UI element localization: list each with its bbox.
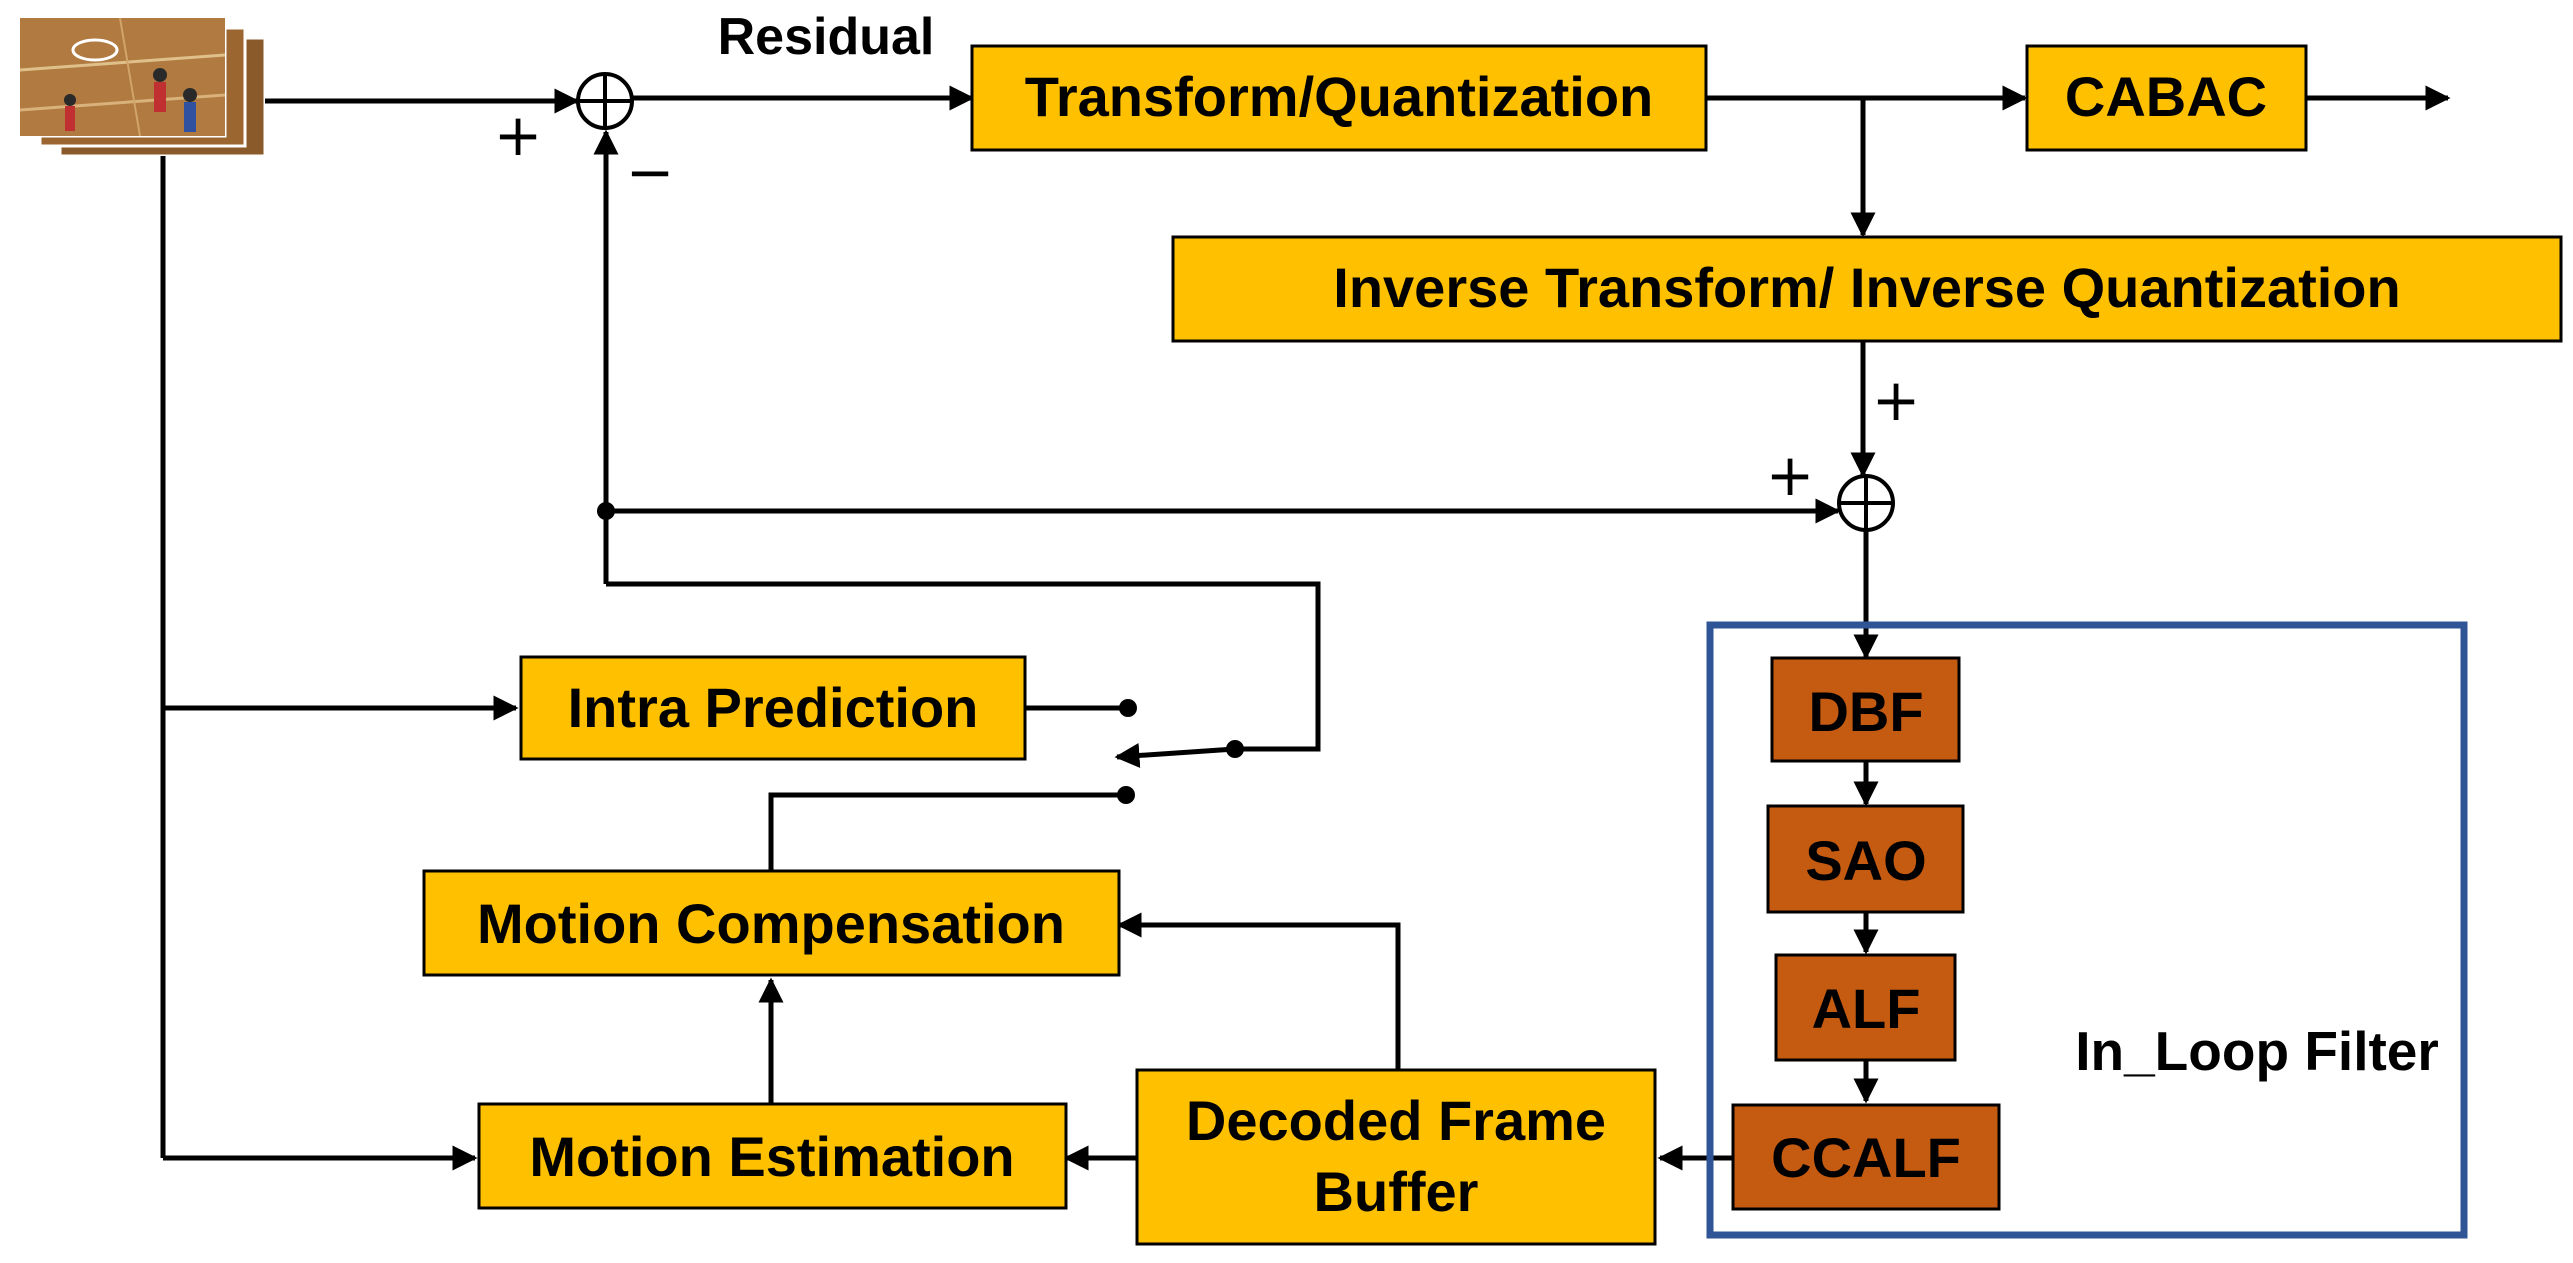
svg-text:Transform/Quantization: Transform/Quantization (1025, 65, 1654, 128)
svg-text:Buffer: Buffer (1314, 1160, 1479, 1223)
intra-prediction-block: Intra Prediction (519, 655, 1027, 761)
mc-to-switch (768, 792, 1126, 871)
svg-text:CABAC: CABAC (2065, 65, 2267, 128)
svg-text:Motion Compensation: Motion Compensation (477, 892, 1065, 955)
junction-dot (597, 502, 615, 520)
in-loop-filter-label: In_Loop Filter (2075, 1020, 2439, 1082)
svg-text:Motion Estimation: Motion Estimation (529, 1125, 1014, 1188)
arrow-dfb-to-mc (1116, 912, 1401, 1070)
svg-text:Inverse Transform/ Inverse Qua: Inverse Transform/ Inverse Quantization (1333, 256, 2400, 319)
top-adder (576, 72, 634, 130)
junction-dots (597, 502, 1244, 804)
switch-pivot-dot (1226, 740, 1244, 758)
sao-block: SAO (1766, 804, 1965, 914)
plus-sign: + (494, 101, 543, 169)
plus-sign: + (1766, 441, 1815, 509)
in-loop-filter-box (1706, 621, 2468, 1239)
input-video-frames-icon (18, 16, 267, 158)
motion-compensation-block: Motion Compensation (422, 869, 1121, 977)
svg-text:ALF: ALF (1812, 977, 1921, 1040)
svg-text:DBF: DBF (1808, 680, 1923, 743)
switch-output-line (606, 581, 1321, 752)
svg-text:SAO: SAO (1805, 829, 1926, 892)
ccalf-block: CCALF (1731, 1103, 2001, 1211)
minus-sign: − (626, 138, 675, 206)
svg-text:Decoded Frame: Decoded Frame (1186, 1089, 1606, 1152)
switch-arm (1114, 743, 1236, 768)
decoded-frame-buffer-block: Decoded Frame Buffer (1135, 1068, 1657, 1246)
motion-estimation-block: Motion Estimation (477, 1102, 1068, 1210)
dbf-block: DBF (1770, 656, 1961, 763)
svg-text:CCALF: CCALF (1771, 1126, 1961, 1189)
connections (160, 85, 2451, 1171)
transform-quantization-block: Transform/Quantization (970, 44, 1708, 152)
plus-sign: + (1872, 366, 1921, 434)
svg-text:Intra Prediction: Intra Prediction (568, 676, 979, 739)
inverse-transform-block: Inverse Transform/ Inverse Quantization (1171, 235, 2563, 343)
alf-block: ALF (1774, 953, 1957, 1062)
residual-label: Residual (718, 8, 935, 66)
cabac-block: CABAC (2025, 44, 2308, 152)
switch-contact-intra (1119, 699, 1137, 717)
switch-contact-inter (1117, 786, 1135, 804)
bottom-adder (1837, 474, 1895, 532)
